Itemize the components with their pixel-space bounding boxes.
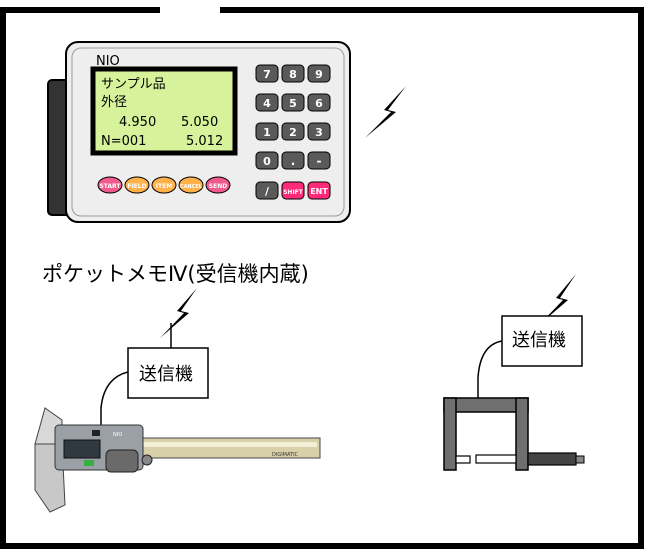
svg-text:SEND: SEND bbox=[209, 183, 227, 190]
caliper-button-origin[interactable] bbox=[92, 430, 100, 436]
svg-text:-: - bbox=[317, 154, 322, 168]
svg-text:SHIFT: SHIFT bbox=[283, 189, 304, 196]
key-minus[interactable]: - bbox=[307, 151, 331, 170]
svg-text:FIELD: FIELD bbox=[127, 183, 146, 190]
key-5[interactable]: 5 bbox=[281, 93, 305, 112]
key-6[interactable]: 6 bbox=[307, 93, 331, 112]
device-inner-edge bbox=[71, 47, 345, 217]
frame-gap bbox=[160, 0, 220, 14]
svg-text:.: . bbox=[291, 154, 296, 168]
item-key[interactable]: ITEM bbox=[151, 176, 177, 194]
svg-text:0: 0 bbox=[263, 155, 271, 168]
caliper-lock-screw bbox=[141, 454, 153, 466]
screen-count: N=001 bbox=[101, 134, 146, 149]
start-key[interactable]: START bbox=[97, 176, 123, 194]
digital-caliper: NIO DIGIMATIC bbox=[34, 407, 321, 513]
svg-text:5: 5 bbox=[289, 97, 297, 110]
function-keys: START FIELD ITEM CANCEL SEND bbox=[97, 176, 231, 194]
caliper-display bbox=[63, 439, 101, 459]
svg-text:ENT: ENT bbox=[310, 187, 328, 196]
svg-text:2: 2 bbox=[289, 126, 297, 139]
key-4[interactable]: 4 bbox=[255, 93, 279, 112]
svg-text:6: 6 bbox=[315, 97, 323, 110]
stand-ratchet bbox=[575, 455, 585, 464]
caliper-brand: NIO bbox=[113, 432, 122, 438]
key-7[interactable]: 7 bbox=[255, 64, 279, 83]
screen-reading: 5.012 bbox=[186, 134, 223, 149]
cancel-key[interactable]: CANCEL bbox=[178, 176, 204, 194]
screen-lower-limit: 4.950 bbox=[119, 115, 156, 130]
enter-key[interactable]: ENT bbox=[307, 181, 331, 200]
numeric-keypad: 7 8 9 4 5 6 1 2 3 0 . - / SHIFT ENT bbox=[255, 64, 331, 200]
stand-left-leg bbox=[443, 397, 457, 471]
field-key[interactable]: FIELD bbox=[124, 176, 150, 194]
svg-text:4: 4 bbox=[263, 97, 271, 110]
transmitter-label-left: 送信機 bbox=[139, 364, 193, 385]
wireless-signal-icon bbox=[539, 274, 576, 325]
stand-spindle bbox=[475, 454, 517, 464]
transmitter-label-right: 送信機 bbox=[512, 330, 566, 351]
screen-upper-limit: 5.050 bbox=[181, 115, 218, 130]
svg-text:7: 7 bbox=[263, 68, 271, 81]
caliper-thumb-roller bbox=[105, 449, 139, 473]
stand-thimble bbox=[527, 452, 577, 466]
svg-text:9: 9 bbox=[315, 68, 323, 81]
key-9[interactable]: 9 bbox=[307, 64, 331, 83]
wireless-signal-icon bbox=[160, 288, 197, 338]
key-decimal[interactable]: . bbox=[281, 151, 305, 170]
svg-text:1: 1 bbox=[263, 126, 271, 139]
stand-right-leg bbox=[515, 397, 529, 471]
svg-text:/: / bbox=[265, 185, 270, 198]
svg-text:CANCEL: CANCEL bbox=[180, 184, 203, 190]
svg-text:8: 8 bbox=[289, 68, 297, 81]
key-0[interactable]: 0 bbox=[255, 151, 279, 170]
key-3[interactable]: 3 bbox=[307, 122, 331, 141]
shift-key[interactable]: SHIFT bbox=[281, 181, 305, 200]
svg-text:START: START bbox=[99, 183, 121, 190]
key-slash[interactable]: / bbox=[255, 181, 279, 200]
device-screen bbox=[90, 66, 238, 156]
caliper-button-zero[interactable] bbox=[84, 460, 94, 466]
transmitter-cable-left bbox=[100, 371, 129, 425]
caliper-scale-text: DIGIMATIC bbox=[272, 452, 299, 458]
key-8[interactable]: 8 bbox=[281, 64, 305, 83]
transmitter-cable-right bbox=[477, 340, 503, 400]
transmitter-box-left bbox=[127, 347, 209, 399]
svg-text:ITEM: ITEM bbox=[156, 183, 172, 190]
device-brand: NIO bbox=[96, 54, 120, 69]
screen-line-sample: サンプル品 bbox=[101, 77, 166, 92]
key-1[interactable]: 1 bbox=[255, 122, 279, 141]
stand-anvil bbox=[455, 455, 471, 464]
screen-line-outer-diameter: 外径 bbox=[101, 95, 127, 110]
key-2[interactable]: 2 bbox=[281, 122, 305, 141]
svg-text:3: 3 bbox=[315, 126, 323, 139]
wireless-signal-icon bbox=[365, 86, 406, 138]
pocket-memo-device: NIO サンプル品 外径 4.950 5.050 N=001 5.012 STA… bbox=[47, 41, 351, 223]
send-key[interactable]: SEND bbox=[205, 176, 231, 194]
caliper-scale bbox=[62, 442, 317, 447]
micrometer-stand bbox=[443, 397, 585, 471]
device-caption: ポケットメモⅣ(受信機内蔵) bbox=[42, 262, 309, 286]
